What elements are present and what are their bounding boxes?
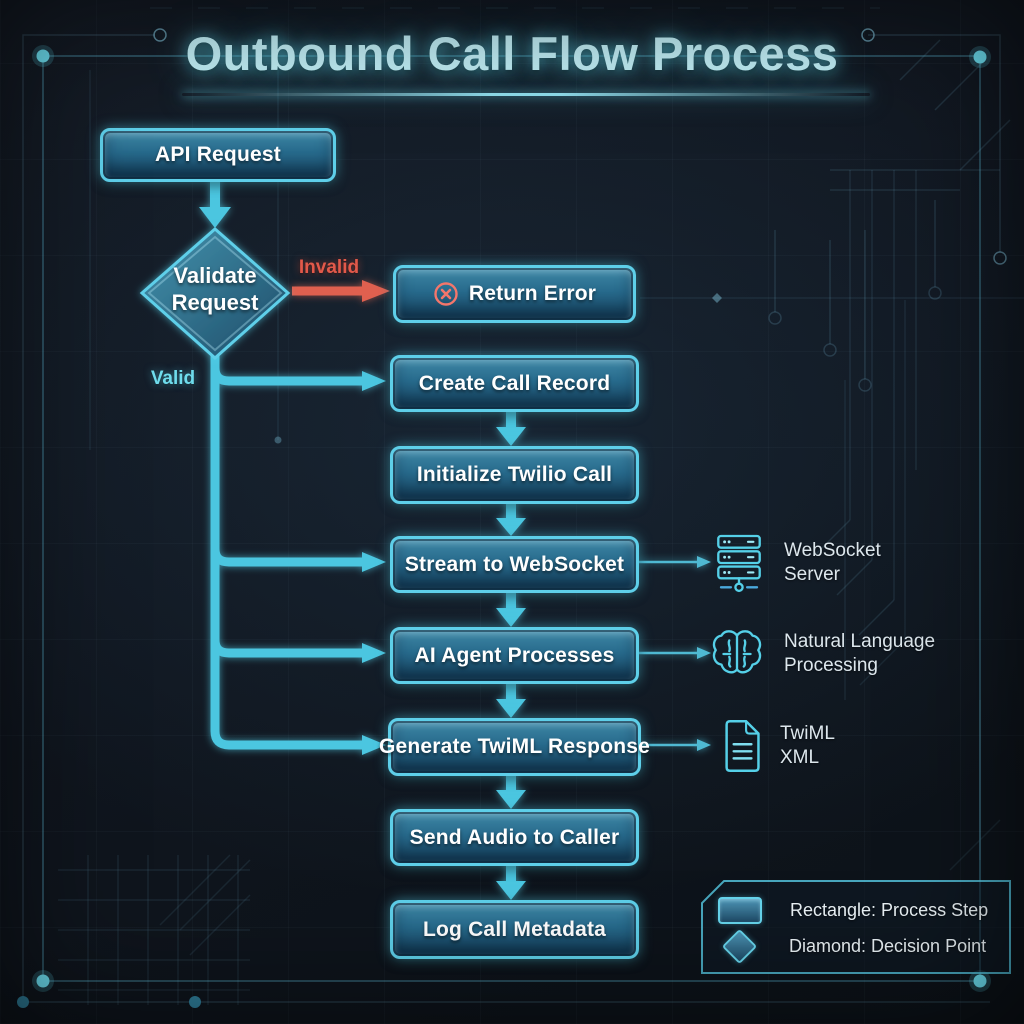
annotation-line1: TwiML	[780, 723, 835, 744]
node-stream-to-websocket: Stream to WebSocket	[390, 536, 639, 593]
node-label: Generate TwiML Response	[378, 735, 651, 758]
legend-rect-swatch	[718, 896, 762, 924]
node-label: API Request	[155, 143, 281, 166]
invalid-arrow	[292, 280, 390, 302]
diamond-label-line1: Validate	[173, 263, 257, 288]
annotation-twiml-xml: TwiML XML	[716, 717, 835, 775]
brain-icon	[712, 630, 762, 674]
node-return-error: Return Error	[393, 265, 636, 323]
node-initialize-twilio-call: Initialize Twilio Call	[390, 446, 639, 504]
legend-label: Diamond: Decision Point	[789, 935, 987, 956]
node-api-request: API Request	[100, 128, 336, 182]
annotation-text: Natural Language Processing	[784, 630, 935, 678]
annotation-websocket-server: WebSocket Server	[712, 532, 881, 594]
edge-label-invalid: Invalid	[298, 257, 360, 278]
annotation-text: TwiML XML	[780, 722, 835, 770]
annotation-line2: Server	[784, 564, 840, 585]
legend-panel	[701, 880, 1011, 974]
node-validate-request-label: Validate Request	[143, 262, 287, 316]
legend: Rectangle: Process Step Diamond: Decisio…	[700, 880, 1012, 973]
legend-item-rectangle: Rectangle: Process Step	[718, 896, 989, 924]
legend-item-diamond: Diamond: Decision Point	[718, 928, 987, 964]
legend-diamond-swatch	[721, 928, 758, 964]
node-generate-twiml-response: Generate TwiML Response	[379, 718, 650, 776]
node-label: Create Call Record	[418, 371, 611, 395]
decision-diamond-validate-request	[139, 227, 291, 361]
node-label: Send Audio to Caller	[409, 825, 620, 849]
annotation-nlp: Natural Language Processing	[708, 626, 935, 682]
node-label: Stream to WebSocket	[404, 552, 625, 576]
server-icon	[717, 534, 761, 593]
frame-glow-dots	[32, 45, 991, 992]
node-send-audio-to-caller: Send Audio to Caller	[390, 809, 639, 866]
annotation-line2: XML	[780, 747, 820, 768]
flow-arrows-cyan	[199, 178, 711, 900]
page-title: Outbound Call Flow Process	[185, 27, 839, 80]
node-create-call-record: Create Call Record	[390, 355, 639, 412]
node-ai-agent-processes: AI Agent Processes	[390, 627, 639, 684]
annotation-text: WebSocket Server	[784, 539, 881, 587]
error-icon	[434, 282, 458, 306]
node-log-call-metadata: Log Call Metadata	[390, 900, 639, 959]
node-label: Initialize Twilio Call	[416, 463, 613, 486]
edge-label-valid: Valid	[150, 368, 196, 389]
annotation-line1: WebSocket	[784, 540, 881, 561]
node-label: Return Error	[468, 282, 597, 305]
annotation-line1: Natural Language	[784, 631, 936, 652]
legend-label: Rectangle: Process Step	[790, 899, 989, 920]
diamond-label-line2: Request	[171, 290, 259, 315]
node-label: AI Agent Processes	[414, 643, 615, 667]
node-label: Log Call Metadata	[422, 917, 607, 941]
title-underline	[182, 93, 870, 96]
annotation-line2: Processing	[784, 655, 878, 676]
document-icon	[725, 719, 760, 773]
